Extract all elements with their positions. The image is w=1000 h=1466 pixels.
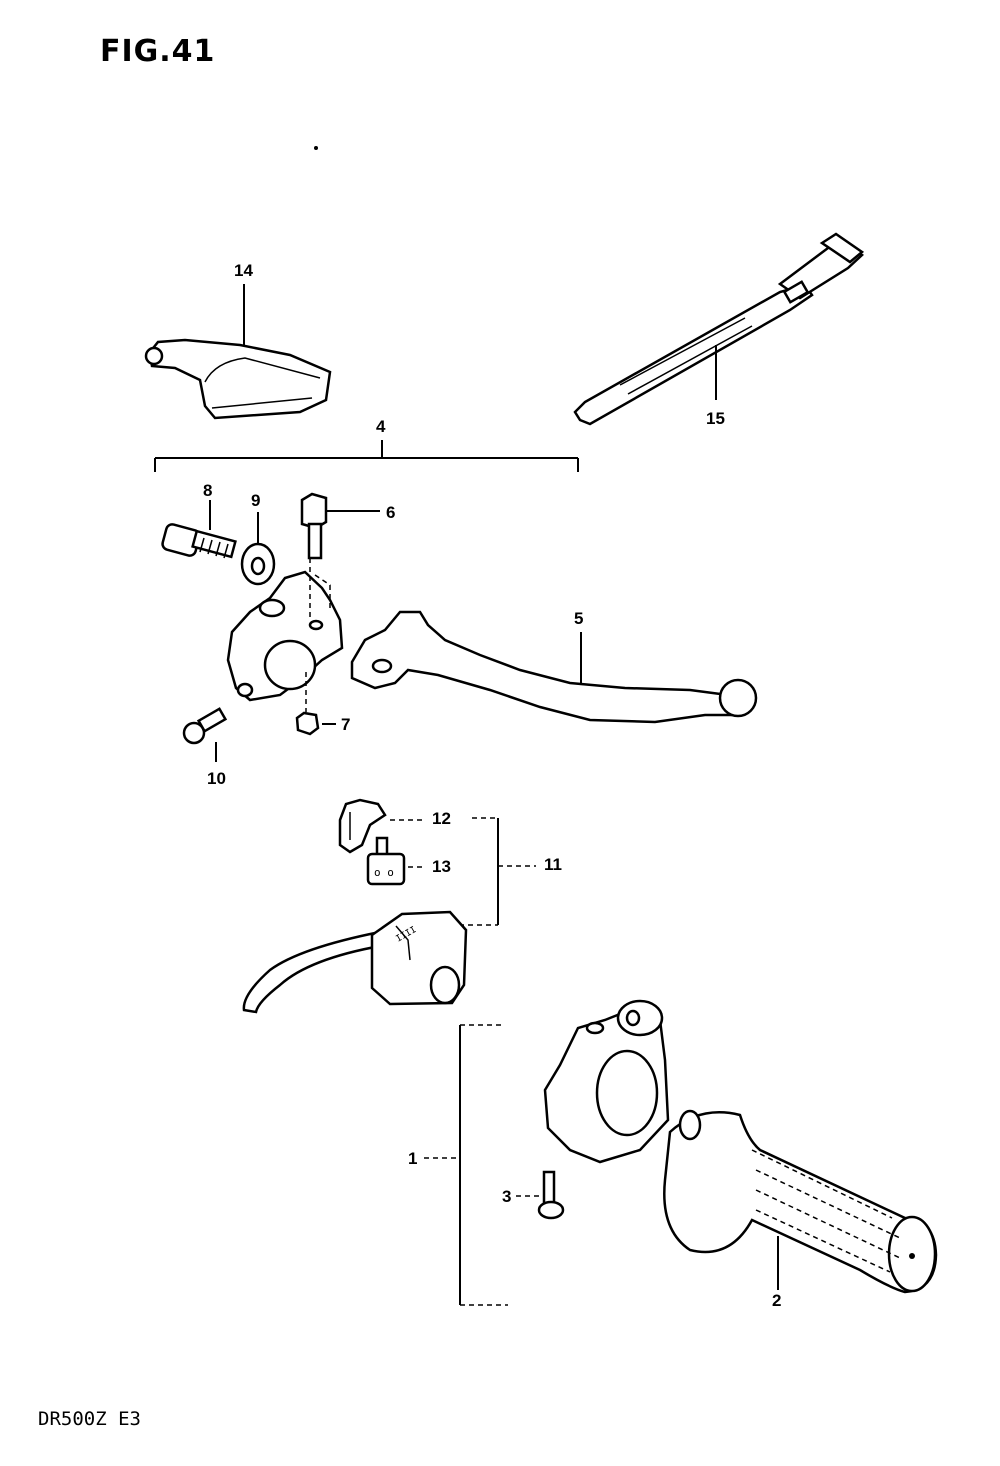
- callout-11: 11: [544, 855, 562, 874]
- part-6-pivot-bolt[interactable]: [300, 492, 328, 560]
- callout-15: 15: [706, 409, 725, 428]
- part-14-lever-cover[interactable]: [144, 338, 332, 420]
- model-label: DR500Z E3: [38, 1408, 141, 1430]
- svg-text:o o: o o: [374, 866, 394, 879]
- part-11-switch-assembly[interactable]: IIII: [242, 910, 468, 1014]
- bracket-1: [424, 1024, 508, 1306]
- part-5-clutch-lever[interactable]: [350, 610, 758, 724]
- callout-3: 3: [502, 1187, 511, 1206]
- part-8-adjuster-bolt[interactable]: [161, 523, 237, 559]
- callout-4: 4: [376, 417, 386, 436]
- part-3-screw[interactable]: [537, 1170, 565, 1220]
- callout-9: 9: [251, 491, 260, 510]
- part-12-switch-button[interactable]: [338, 798, 387, 854]
- bracket-4: [154, 440, 579, 472]
- callout-8: 8: [203, 481, 212, 500]
- callout-14: 14: [234, 261, 253, 280]
- part-9-locknut[interactable]: [240, 542, 276, 586]
- part-2-handle-grip[interactable]: [663, 1109, 938, 1294]
- stray-dot: [314, 146, 318, 150]
- callout-1: 1: [408, 1149, 417, 1168]
- part-13-switch-contact[interactable]: o o: [366, 836, 406, 886]
- callout-10: 10: [207, 769, 226, 788]
- callout-6: 6: [386, 503, 395, 522]
- figure-title: FIG.41: [100, 34, 216, 69]
- callout-5: 5: [574, 609, 583, 628]
- callout-13: 13: [432, 857, 451, 876]
- part-7-nut[interactable]: [295, 711, 320, 736]
- part-15-strap[interactable]: [573, 232, 865, 426]
- callout-7: 7: [341, 715, 350, 734]
- throttle-housing[interactable]: [543, 999, 670, 1164]
- bracket-11: [450, 817, 536, 926]
- callout-2: 2: [772, 1291, 781, 1310]
- lever-holder[interactable]: [226, 570, 344, 702]
- part-10-screw[interactable]: [182, 707, 228, 745]
- callout-12: 12: [432, 809, 451, 828]
